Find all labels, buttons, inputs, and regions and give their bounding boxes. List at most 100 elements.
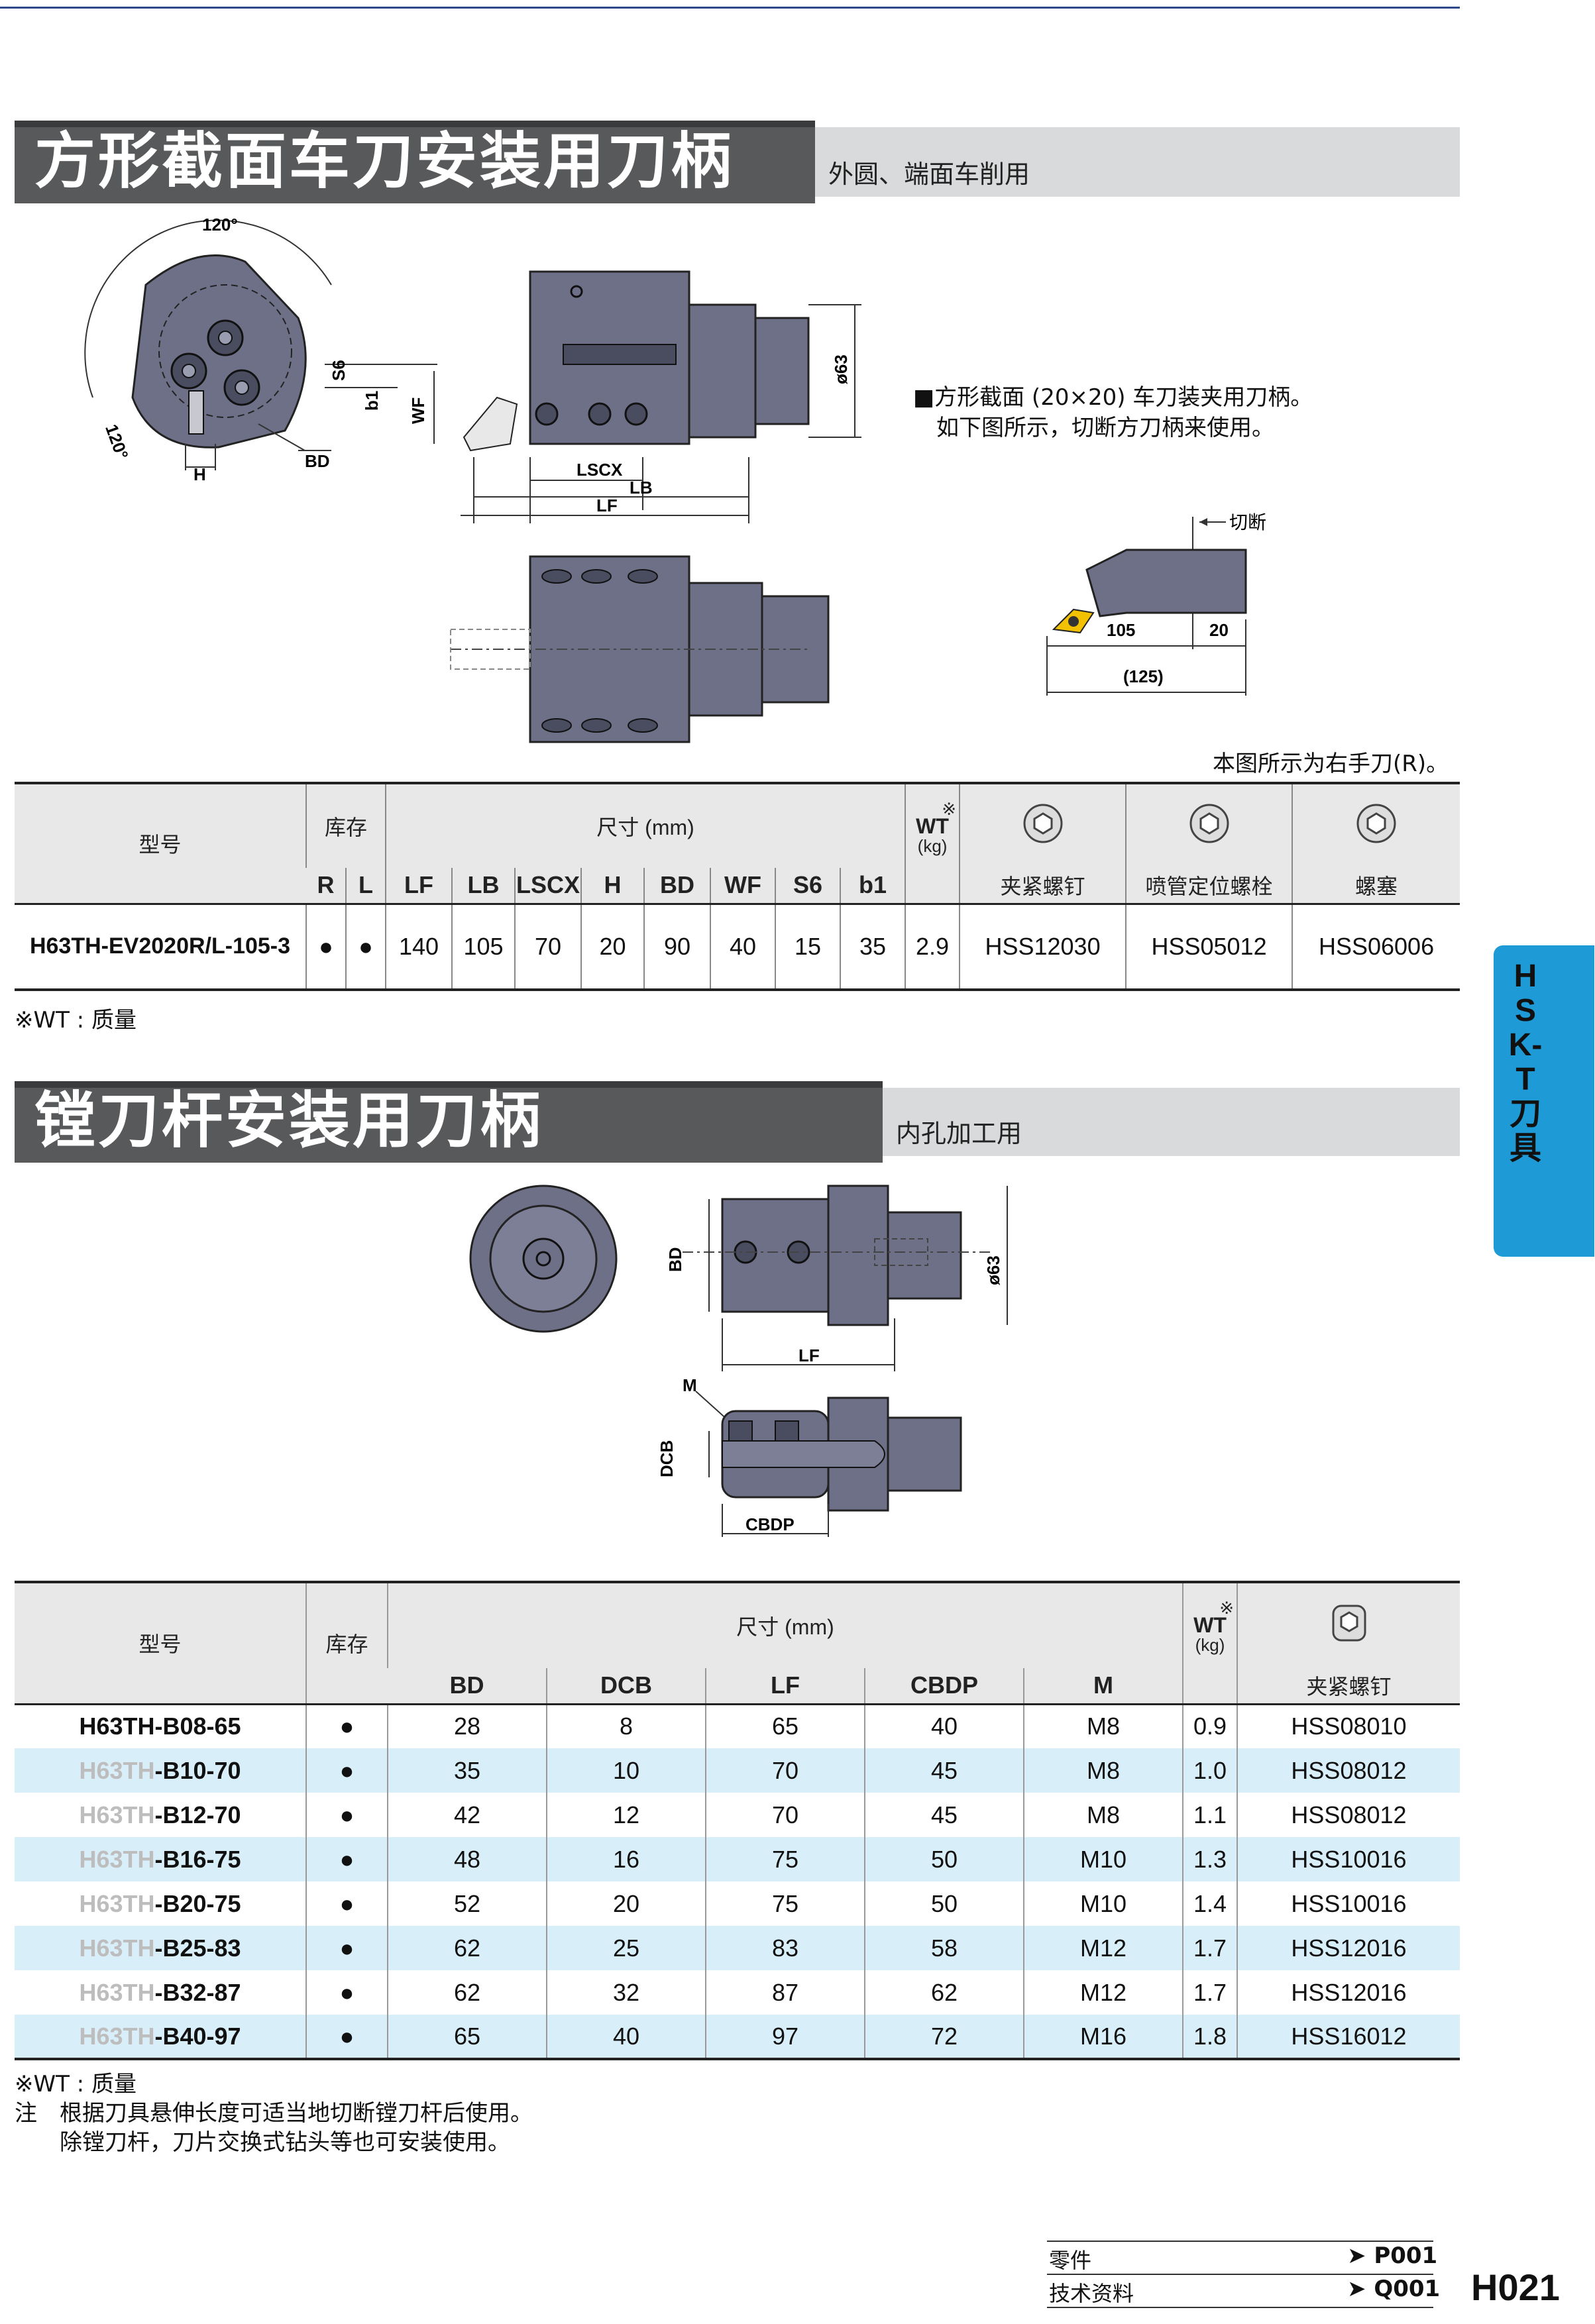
- t2-lf: 83: [705, 1926, 865, 1970]
- t2-model-code: -B20-75: [154, 1889, 241, 1917]
- t2-lf: 97: [705, 2015, 865, 2059]
- t1-nozzle-bolt: HSS05012: [1125, 904, 1293, 990]
- t1-header-stock: 库存: [305, 783, 386, 868]
- section2-spec-table: 型号 库存 尺寸 (mm) ※ WT (kg) BD DCB LF CBDP M…: [15, 1581, 1460, 2060]
- s2-cbdp-label: CBDP: [745, 1514, 795, 1534]
- footer-ref-parts[interactable]: ➤ P001: [1347, 2243, 1438, 2269]
- t1-col-plug: 螺塞: [1292, 868, 1460, 904]
- section2-front-view-drawing: [469, 1185, 618, 1333]
- t2-clamp-screw: HSS08010: [1237, 1704, 1460, 1748]
- section1-front-view-drawing: 120° 120° H BD S6 b1: [84, 215, 437, 484]
- t1-header-wt-mark: ※: [942, 799, 957, 819]
- t2-header-wt-unit: (kg): [1195, 1635, 1225, 1655]
- t1-s6: 15: [775, 904, 841, 990]
- t2-bd: 62: [387, 1926, 547, 1970]
- t2-wt: 1.4: [1182, 1881, 1237, 1926]
- section2-header-bar: [15, 1081, 883, 1163]
- t2-clamp-screw: HSS12016: [1237, 1970, 1460, 2015]
- side-tab[interactable]: [1494, 945, 1594, 1257]
- t2-model: H63TH-B10-70: [15, 1748, 306, 1793]
- t1-clamp-screw: HSS12030: [959, 904, 1127, 990]
- t2-lf: 70: [705, 1748, 865, 1793]
- lscx-label: LSCX: [577, 460, 623, 480]
- footer-ref-tech[interactable]: ➤ Q001: [1347, 2276, 1441, 2302]
- t2-m: M16: [1023, 2015, 1183, 2059]
- t2-m: M8: [1023, 1748, 1183, 1793]
- t1-col-clamp-screw: 夹紧螺钉: [959, 868, 1127, 904]
- t2-lf: 65: [705, 1704, 865, 1748]
- t1-stock-l: ●: [345, 904, 386, 990]
- t2-dcb: 32: [546, 1970, 706, 2015]
- t2-model: H63TH-B12-70: [15, 1793, 306, 1837]
- t2-model-code: -B12-70: [154, 1801, 241, 1828]
- t1-header-wt-label: WT: [916, 814, 949, 838]
- angle-left-label: 120°: [101, 421, 133, 462]
- t2-bd: 62: [387, 1970, 547, 2015]
- section2-note-prefix: 注: [15, 2100, 37, 2127]
- t2-m: M8: [1023, 1793, 1183, 1837]
- t1-b1: 35: [840, 904, 906, 990]
- t2-cbdp: 50: [864, 1837, 1024, 1881]
- t2-header-stock: 库存: [305, 1582, 388, 1704]
- t2-model: H63TH-B20-75: [15, 1881, 306, 1926]
- t2-header-wt: ※ WT (kg): [1182, 1582, 1237, 1704]
- t2-model-code: -B16-75: [154, 1845, 241, 1873]
- t1-col-l: L: [345, 868, 386, 904]
- t2-clamp-screw: HSS16012: [1237, 2015, 1460, 2059]
- t2-model-prefix: H63TH: [79, 1801, 155, 1828]
- t1-wt: 2.9: [905, 904, 960, 990]
- t1-nozzle-bolt-icon: [1125, 783, 1293, 868]
- s2-bd-label: BD: [665, 1247, 685, 1272]
- wf-label: WF: [408, 397, 428, 424]
- t2-stock: ●: [305, 1926, 388, 1970]
- t2-lf: 70: [705, 1793, 865, 1837]
- t1-header-wt: ※ WT (kg): [905, 783, 960, 904]
- t2-dcb: 12: [546, 1793, 706, 1837]
- dim-20-label: 20: [1209, 620, 1229, 640]
- t2-m: M8: [1023, 1704, 1183, 1748]
- t2-lf: 75: [705, 1837, 865, 1881]
- s2-dia-label: ø63: [983, 1255, 1003, 1285]
- t2-model-prefix: H63TH: [79, 1845, 155, 1873]
- section1-spec-table: 型号 库存 尺寸 (mm) ※ WT (kg) R L LF LB LSCX H…: [15, 782, 1460, 991]
- t1-plug: HSS06006: [1292, 904, 1460, 990]
- t2-model-code: -B10-70: [154, 1756, 241, 1784]
- t2-wt: 1.7: [1182, 1926, 1237, 1970]
- t2-bd: 28: [387, 1704, 547, 1748]
- t2-model-prefix: H63TH: [79, 2022, 155, 2050]
- t2-col-bd: BD: [388, 1668, 547, 1704]
- t1-col-nozzle-bolt: 喷管定位螺栓: [1125, 868, 1293, 904]
- t2-dcb: 40: [546, 2015, 706, 2059]
- t1-lscx: 70: [514, 904, 582, 990]
- t1-wf: 40: [710, 904, 776, 990]
- t1-header-dims: 尺寸 (mm): [385, 783, 906, 868]
- t2-model-prefix: H63TH: [79, 1756, 155, 1784]
- t2-col-lf: LF: [705, 1668, 865, 1704]
- t2-model-code: -B40-97: [154, 2022, 241, 2050]
- t2-wt: 0.9: [1182, 1704, 1237, 1748]
- t2-m: M10: [1023, 1837, 1183, 1881]
- t2-col-m: M: [1023, 1668, 1183, 1704]
- t2-bd: 42: [387, 1793, 547, 1837]
- t2-cbdp: 50: [864, 1881, 1024, 1926]
- t2-bd: 65: [387, 2015, 547, 2059]
- b1-label: b1: [362, 391, 382, 411]
- section2-note-line2: 除镗刀杆，刀片交换式钻头等也可安装使用。: [60, 2129, 510, 2156]
- section1-note-line1: ■方形截面 (20×20) 车刀装夹用刀柄。: [913, 384, 1313, 411]
- t2-col-dcb: DCB: [546, 1668, 706, 1704]
- t1-col-wf: WF: [710, 868, 776, 904]
- h-label: H: [193, 464, 206, 484]
- t2-cbdp: 62: [864, 1970, 1024, 2015]
- t2-header-dims: 尺寸 (mm): [387, 1582, 1183, 1668]
- t2-model-code: -B32-87: [154, 1978, 241, 2006]
- t1-header-model: 型号: [15, 783, 306, 904]
- section2-subtitle: 内孔加工用: [896, 1119, 1022, 1148]
- t2-bd: 35: [387, 1748, 547, 1793]
- t2-model: H63TH-B32-87: [15, 1970, 306, 2015]
- t2-model-code: H63TH-B08-65: [79, 1713, 241, 1740]
